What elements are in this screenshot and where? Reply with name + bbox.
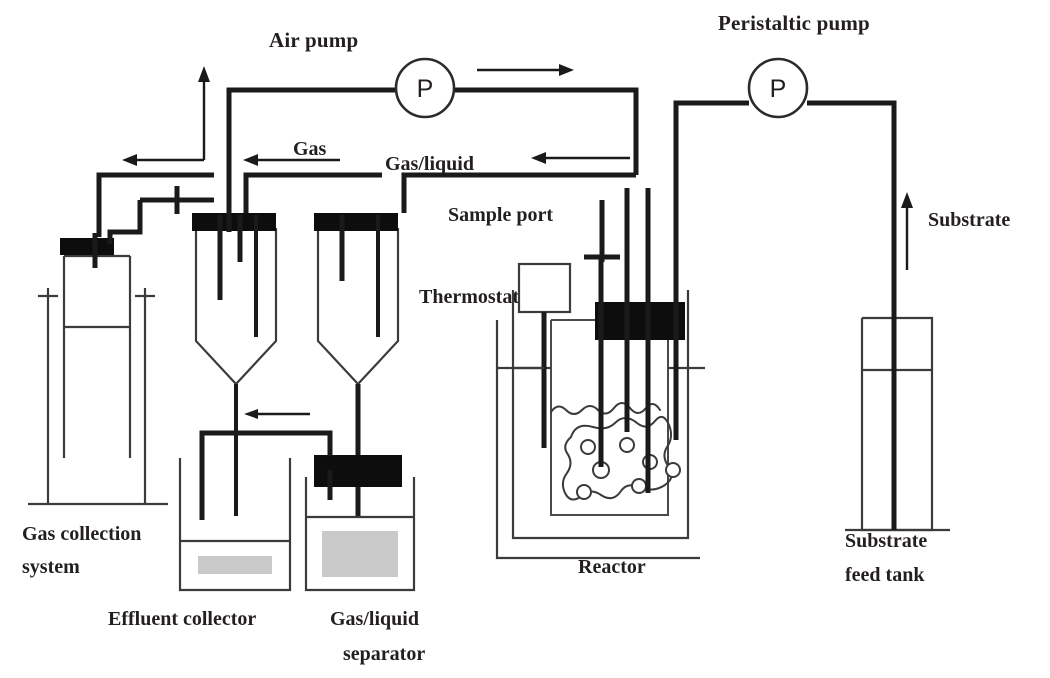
gas-collection-system (28, 233, 168, 506)
pipe-reactor-to-peristaltic-pump (673, 100, 749, 188)
left-trap-body (194, 228, 278, 386)
thermostat (495, 262, 700, 560)
thermostat-return-line (495, 516, 700, 560)
left-gas-trap (192, 213, 278, 516)
arrow-substrate-up (901, 192, 913, 270)
arrow-airout-head (559, 64, 574, 76)
reactor-outer-jacket (511, 290, 690, 540)
effluent-collector (178, 458, 292, 592)
label-gas-collection-line1: Gas collection (22, 523, 141, 545)
label-gas-liquid: Gas/liquid (385, 153, 474, 175)
air-pump-symbol: P (417, 75, 434, 103)
pipe-air-pump-to-reactor-header (454, 87, 639, 175)
right-trap-body (316, 228, 400, 386)
arrow-gas-liquid (531, 152, 630, 164)
reactor-sludge-blob (561, 415, 673, 501)
label-sample-port: Sample port (448, 204, 553, 226)
air-pump[interactable]: P (394, 57, 456, 119)
effluent-collector-body (178, 458, 292, 592)
label-feed-tank-line1: Substrate (845, 530, 927, 552)
arrow-gas-vent-up (198, 66, 210, 160)
arrow-gasliquid-head (531, 152, 546, 164)
label-gas: Gas (293, 138, 327, 160)
label-reactor: Reactor (578, 556, 646, 578)
pipe-gas-to-collection (96, 172, 214, 237)
pipe-gas-header-to-left-trap (243, 172, 382, 213)
arrow-effluent-head (244, 409, 258, 419)
pipe-gasliquid-header-to-right-trap (401, 172, 636, 213)
arrow-substrate-head (901, 192, 913, 208)
label-separator-line2: separator (343, 643, 425, 665)
right-trap-stopper (314, 213, 398, 231)
reactor-liquid-surface (550, 402, 661, 415)
separator-stopper (314, 455, 402, 487)
pipe-collection-branch-drop (107, 200, 143, 244)
reactor-bubble-7 (576, 484, 592, 500)
reactor-bubble-2 (619, 437, 635, 453)
peristaltic-pump-symbol: P (770, 75, 787, 103)
peristaltic-pump-circle[interactable] (747, 57, 809, 119)
arrow-air-pump-outlet (477, 64, 574, 76)
label-separator-line1: Gas/liquid (330, 608, 419, 630)
arrow-effluent-to-collector (244, 409, 310, 419)
separator-body (304, 477, 416, 592)
reactor-internal-tubes (584, 188, 679, 493)
label-feed-tank-line2: feed tank (845, 564, 925, 586)
right-gas-trap (314, 213, 400, 518)
label-peristaltic-pump: Peristaltic pump (718, 11, 870, 35)
feed-tank-body (860, 316, 934, 532)
left-trap-stopper (192, 213, 276, 231)
arrow-collection-head (122, 154, 137, 166)
arrow-gas-to-collection (122, 154, 204, 166)
arrow-gas (243, 154, 340, 166)
reactor-bubble-6 (665, 462, 681, 478)
separator-sludge-fill (322, 531, 398, 577)
pipe-collection-branch-tee (140, 186, 214, 214)
label-thermostat: Thermostat (419, 286, 519, 308)
reactor-head-stopper (595, 302, 685, 340)
label-gas-collection-line2: system (22, 556, 80, 578)
arrow-vent-head (198, 66, 210, 82)
pipe-air-pump-inlet-riser (226, 87, 396, 232)
label-effluent-collector: Effluent collector (108, 608, 256, 630)
label-substrate: Substrate (928, 209, 1010, 231)
gas-bell-stopper (60, 238, 114, 255)
gas-bell-body (62, 254, 132, 458)
reactor-bubble-5 (631, 478, 647, 494)
gas-liquid-separator (304, 455, 416, 592)
label-air-pump: Air pump (269, 28, 358, 52)
reactor-bubble-1 (580, 439, 596, 455)
peristaltic-pump[interactable]: P (747, 57, 809, 119)
effluent-collector-sediment (198, 556, 272, 574)
substrate-feed-tank (845, 312, 950, 532)
air-pump-circle[interactable] (394, 57, 456, 119)
arrow-gas-head (243, 154, 258, 166)
thermostat-box (517, 262, 572, 314)
pipe-peristaltic-pump-to-feed-tank (807, 100, 897, 318)
separator-to-effluent-pipe (199, 430, 333, 520)
